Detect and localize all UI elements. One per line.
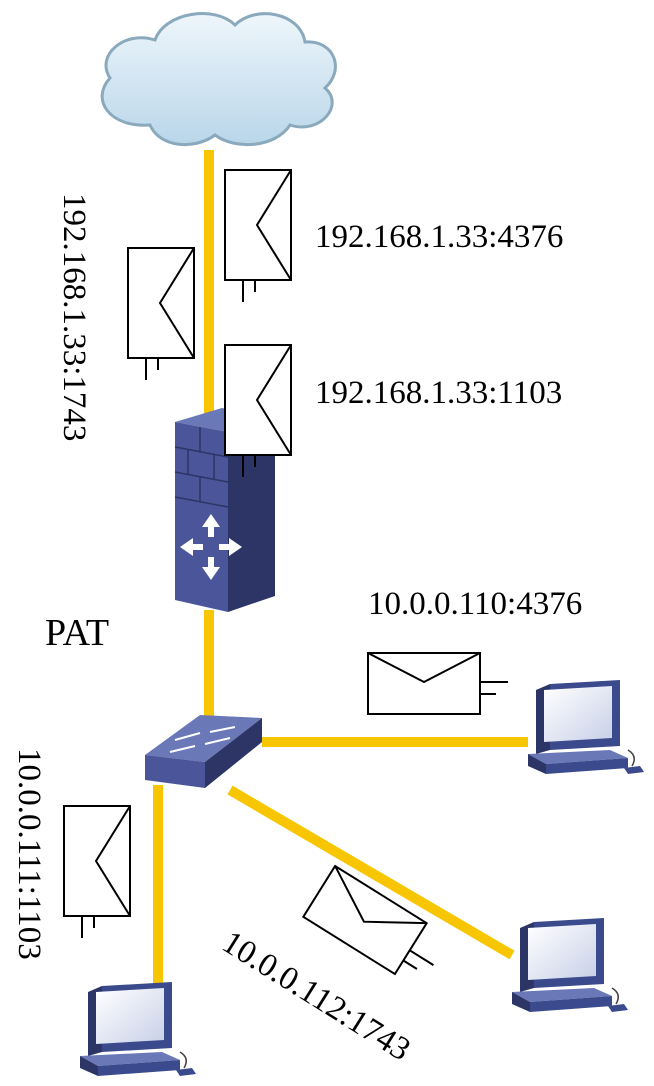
- envelope-icon-host-a: [367, 652, 508, 715]
- link-switch-host-c: [227, 785, 515, 960]
- computer-icon-host-b: [79, 981, 197, 1077]
- label-public-2: 192.168.1.33:1103: [315, 375, 562, 411]
- envelope-icon-host-b: [63, 805, 131, 939]
- label-public-3: 192.168.1.33:1743: [56, 193, 92, 441]
- label-pat: PAT: [45, 612, 109, 654]
- computer-icon-host-a: [527, 679, 645, 775]
- switch-icon: [145, 715, 262, 788]
- label-public-1: 192.168.1.33:4376: [315, 219, 563, 255]
- cloud-icon: [100, 12, 337, 147]
- label-host-b: 10.0.0.111:1103: [11, 748, 47, 960]
- envelope-icon-public-1: [224, 169, 292, 303]
- envelope-icon-public-3: [127, 247, 195, 381]
- label-host-a: 10.0.0.110:4376: [368, 586, 582, 622]
- computer-icon-host-c: [511, 917, 629, 1013]
- envelope-icon-host-c: [301, 864, 435, 976]
